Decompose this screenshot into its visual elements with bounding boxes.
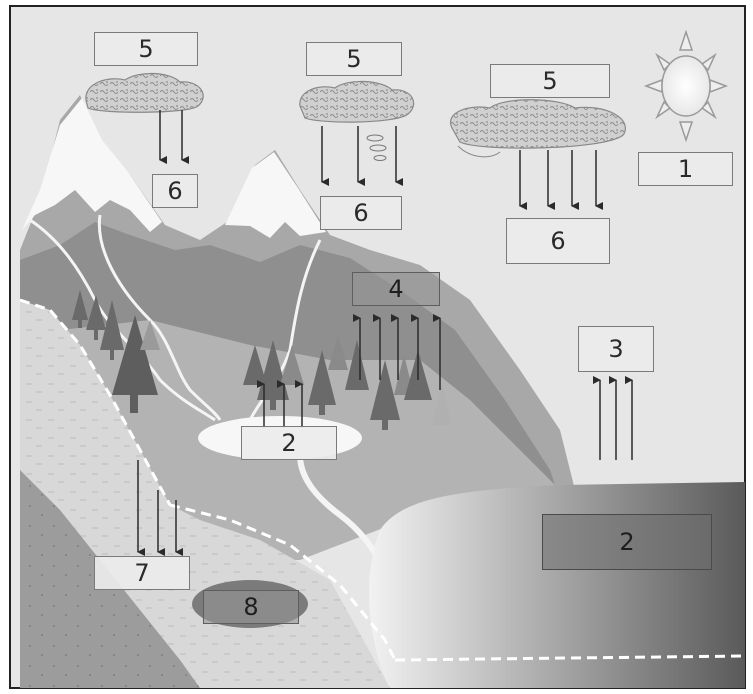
label-cloud-right: 5 (490, 64, 610, 98)
cloud-right (449, 99, 627, 158)
snow-cap-left (22, 98, 162, 232)
water-table-line (169, 503, 397, 661)
cloud-left (85, 72, 204, 113)
tree (370, 360, 400, 430)
label-precipitation-left: 6 (152, 174, 198, 208)
label-precipitation-right: 6 (506, 218, 610, 264)
tree (308, 350, 336, 415)
river-middle (97, 214, 222, 421)
river-to-ocean (297, 454, 383, 562)
tree (257, 340, 289, 410)
river-right (248, 239, 322, 421)
label-ocean: 2 (542, 514, 712, 570)
label-sun: 1 (638, 152, 733, 186)
snow-cap-right (225, 152, 326, 238)
label-lake: 2 (241, 426, 337, 460)
forest-left (72, 290, 160, 413)
precipitation-arrows-middle (321, 126, 403, 186)
label-infiltration: 7 (94, 556, 190, 590)
ocean-evaporation-arrows (593, 376, 633, 460)
lake-evaporation-arrows (257, 380, 303, 428)
ocean-floor-line (394, 654, 746, 662)
tree (280, 345, 304, 385)
soil-boundary (19, 298, 172, 506)
tree (100, 300, 124, 360)
precipitation-arrows-right (519, 150, 603, 210)
tree (243, 345, 267, 385)
label-transpiration: 4 (352, 272, 440, 306)
tree (140, 320, 160, 350)
label-evaporation: 3 (578, 326, 654, 372)
cloud-middle (299, 80, 415, 161)
tree (72, 290, 88, 328)
label-cloud-left: 5 (94, 32, 198, 66)
infiltration-arrows (137, 460, 183, 556)
label-precipitation-middle: 6 (320, 196, 402, 230)
label-cloud-middle: 5 (306, 42, 402, 76)
tree (328, 335, 348, 370)
sun (643, 29, 729, 143)
label-groundwater: 8 (203, 590, 299, 624)
tree (345, 340, 369, 390)
precipitation-arrows-left (159, 110, 189, 164)
tree (112, 315, 158, 413)
transpiration-arrows (353, 314, 441, 390)
tree (432, 385, 452, 425)
tree (86, 295, 106, 340)
